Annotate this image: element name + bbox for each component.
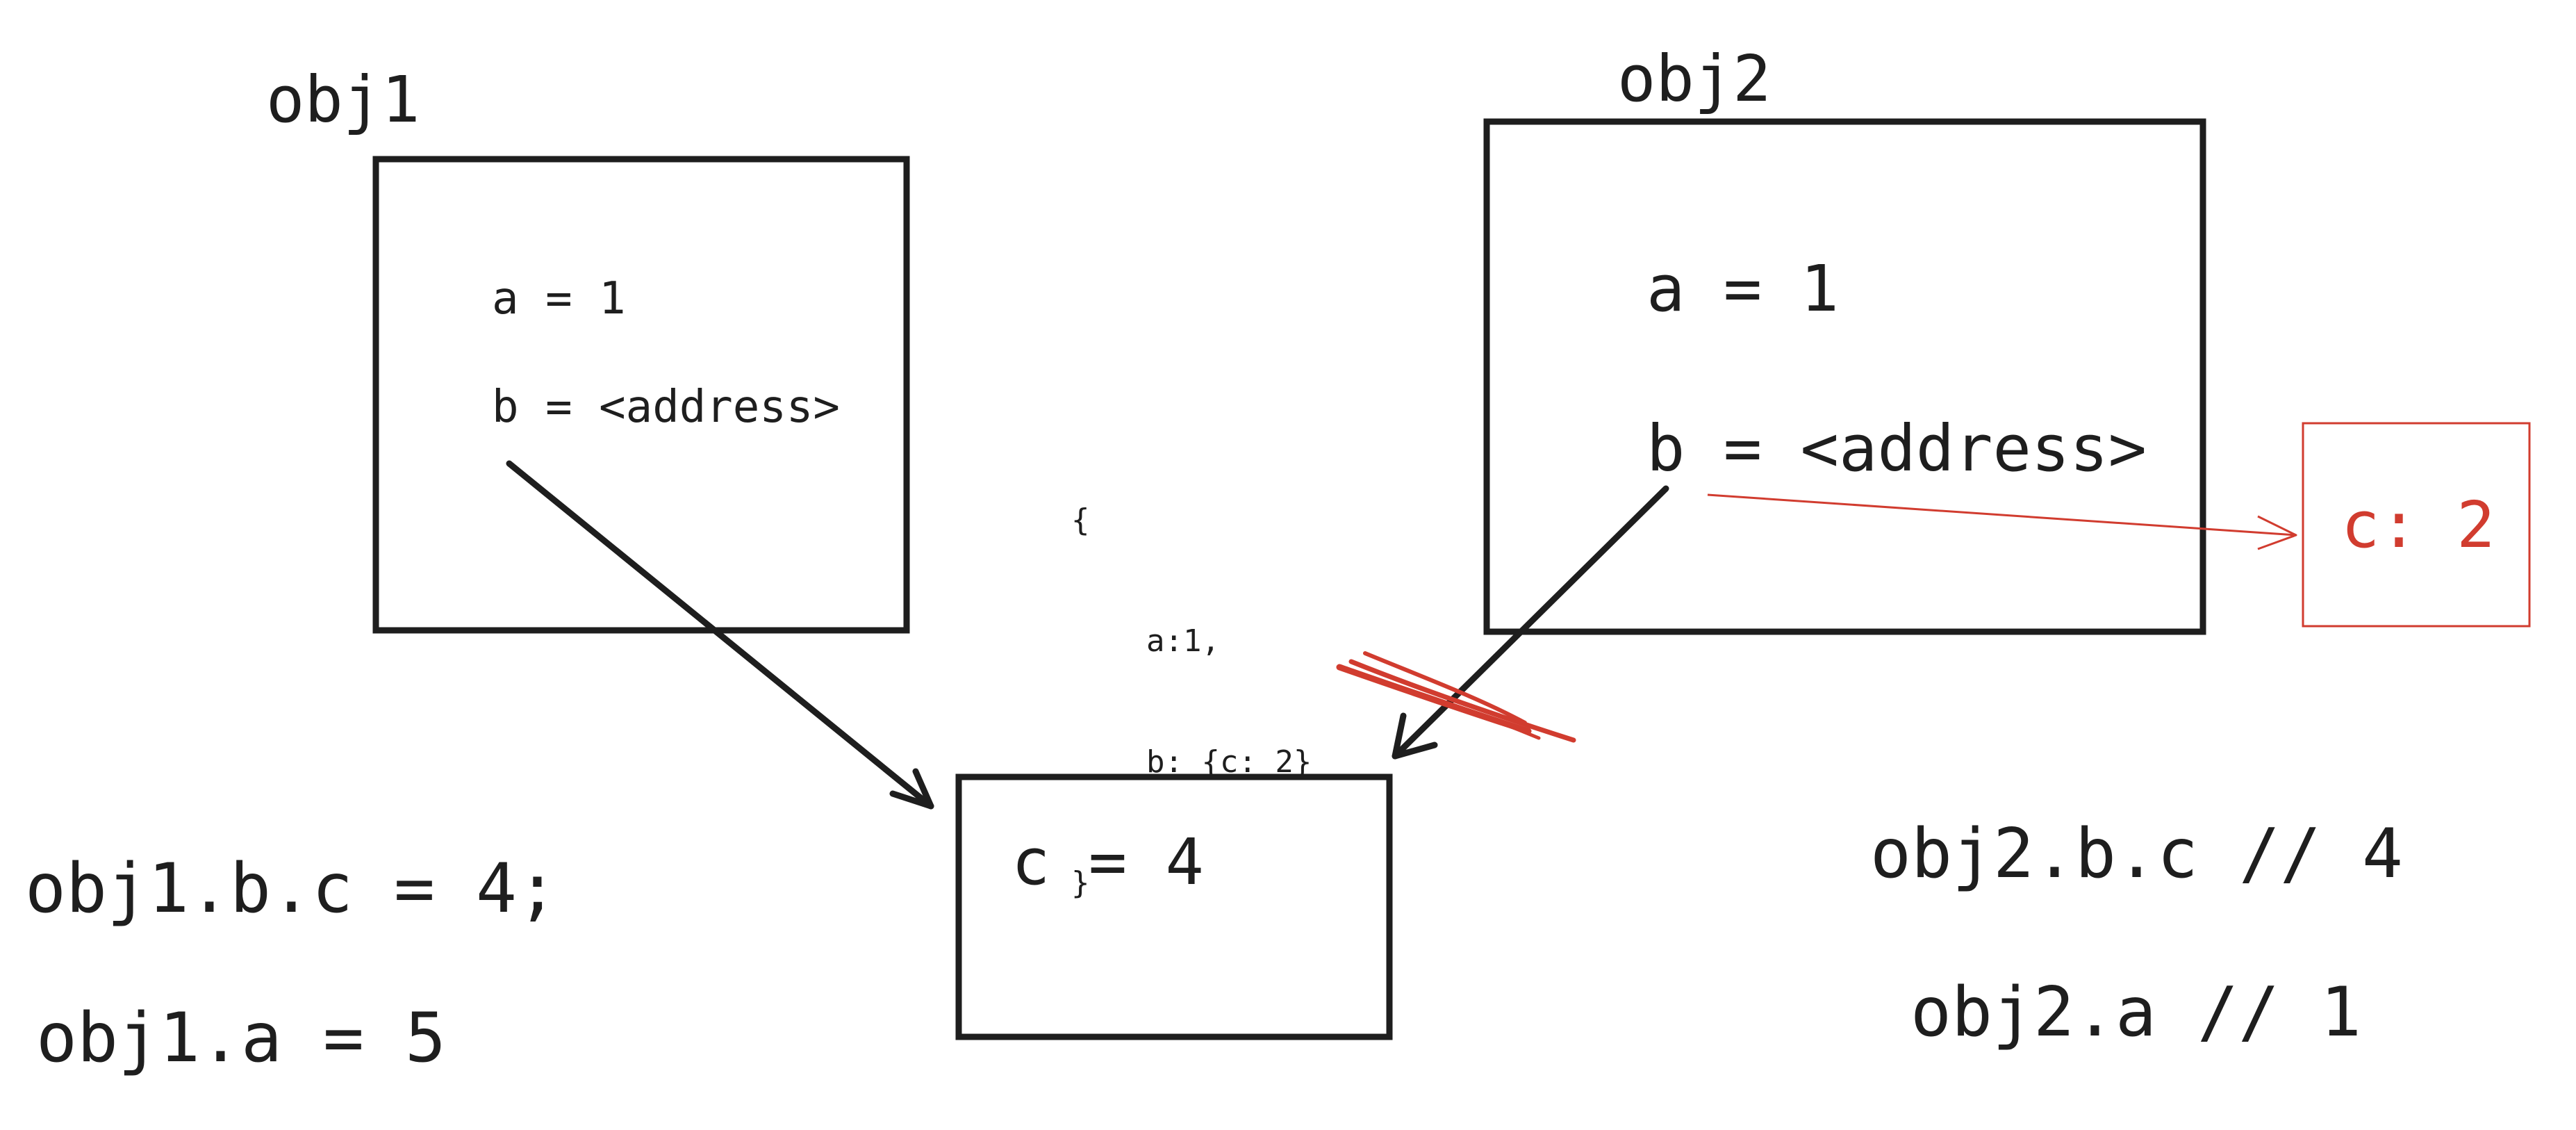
copied-object-text: c: 2 xyxy=(2341,488,2495,562)
obj2-b-arrowhead xyxy=(1392,712,1438,760)
literal-line-b: b: {c: 2} xyxy=(1146,744,1312,780)
obj2-field-a: a = 1 xyxy=(1646,252,1839,326)
statement-assign-a: obj1.a = 5 xyxy=(36,999,447,1078)
obj1-box xyxy=(372,156,910,634)
obj2-b-arrow xyxy=(1392,485,1669,760)
obj1-title: obj1 xyxy=(266,63,420,137)
strike-through-scribble xyxy=(1336,651,1576,743)
obj2-title: obj2 xyxy=(1617,42,1772,116)
statement-read-a: obj2.a // 1 xyxy=(1910,973,2362,1052)
literal-close-brace: } xyxy=(1071,865,1090,901)
statement-read-c: obj2.b.c // 4 xyxy=(1870,814,2404,894)
literal-line-a: a:1, xyxy=(1146,623,1220,659)
object-literal: { a:1, b: {c: 2} } xyxy=(1071,420,1312,944)
obj2-field-b: b = <address> xyxy=(1646,411,2147,486)
obj1-b-arrow xyxy=(506,460,934,810)
obj1-field-a: a = 1 xyxy=(492,273,626,325)
copy-reference-line xyxy=(1707,493,2297,537)
statement-assign-c: obj1.b.c = 4; xyxy=(25,849,559,928)
obj2-box xyxy=(1483,118,2206,635)
inner-object-box xyxy=(955,773,1393,1040)
inner-object-text: c = 4 xyxy=(1012,825,1204,899)
copied-object-box xyxy=(2302,422,2531,628)
copy-reference-arrowhead xyxy=(2257,515,2297,550)
literal-open-brace: { xyxy=(1071,502,1090,538)
obj1-b-arrowhead xyxy=(889,768,934,810)
obj1-field-b: b = <address> xyxy=(492,382,840,433)
